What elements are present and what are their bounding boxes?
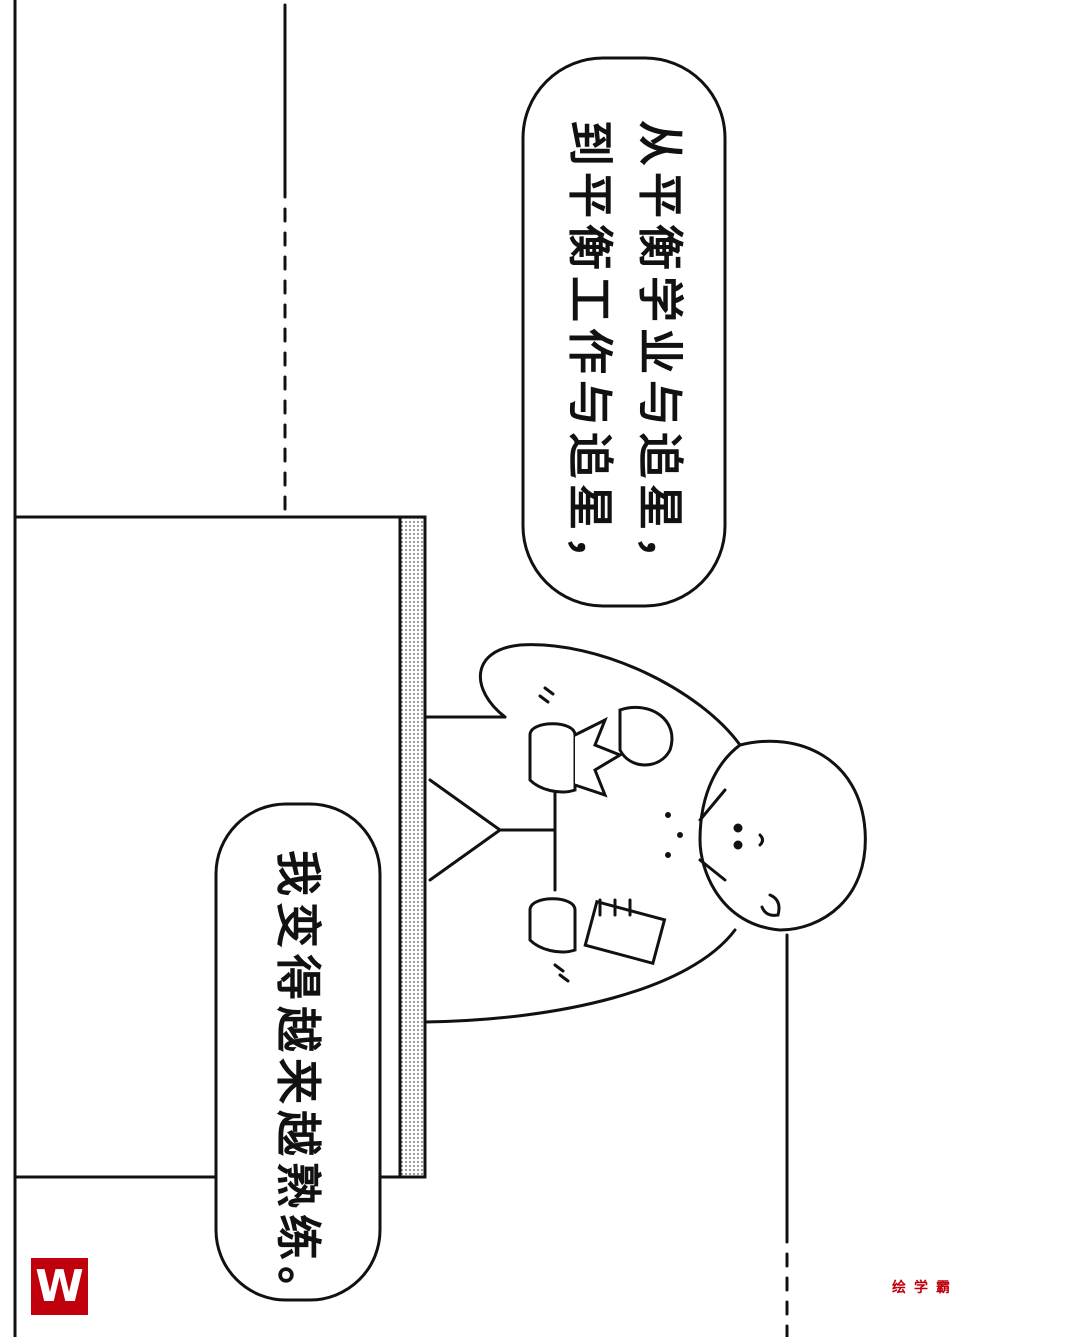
- speech-bubble-bottom-text: 我变得越来越熟练。: [263, 850, 333, 1318]
- watermark-text: 绘学霸: [892, 1280, 958, 1296]
- speech-bubble-top-text: 从平衡学业与追星， 到平衡工作与追星，: [555, 120, 695, 588]
- brand-logo: W: [31, 1258, 88, 1315]
- speech-bubble-bottom: [214, 802, 382, 1302]
- speech-line: 从平衡学业与追星，: [633, 120, 687, 588]
- girl-figure: [423, 643, 867, 1024]
- speech-line: 我变得越来越熟练。: [271, 850, 325, 1318]
- speech-line: 到平衡工作与追星，: [563, 120, 617, 588]
- desk-shading: [398, 515, 427, 1179]
- speech-bubble-top: [521, 56, 727, 608]
